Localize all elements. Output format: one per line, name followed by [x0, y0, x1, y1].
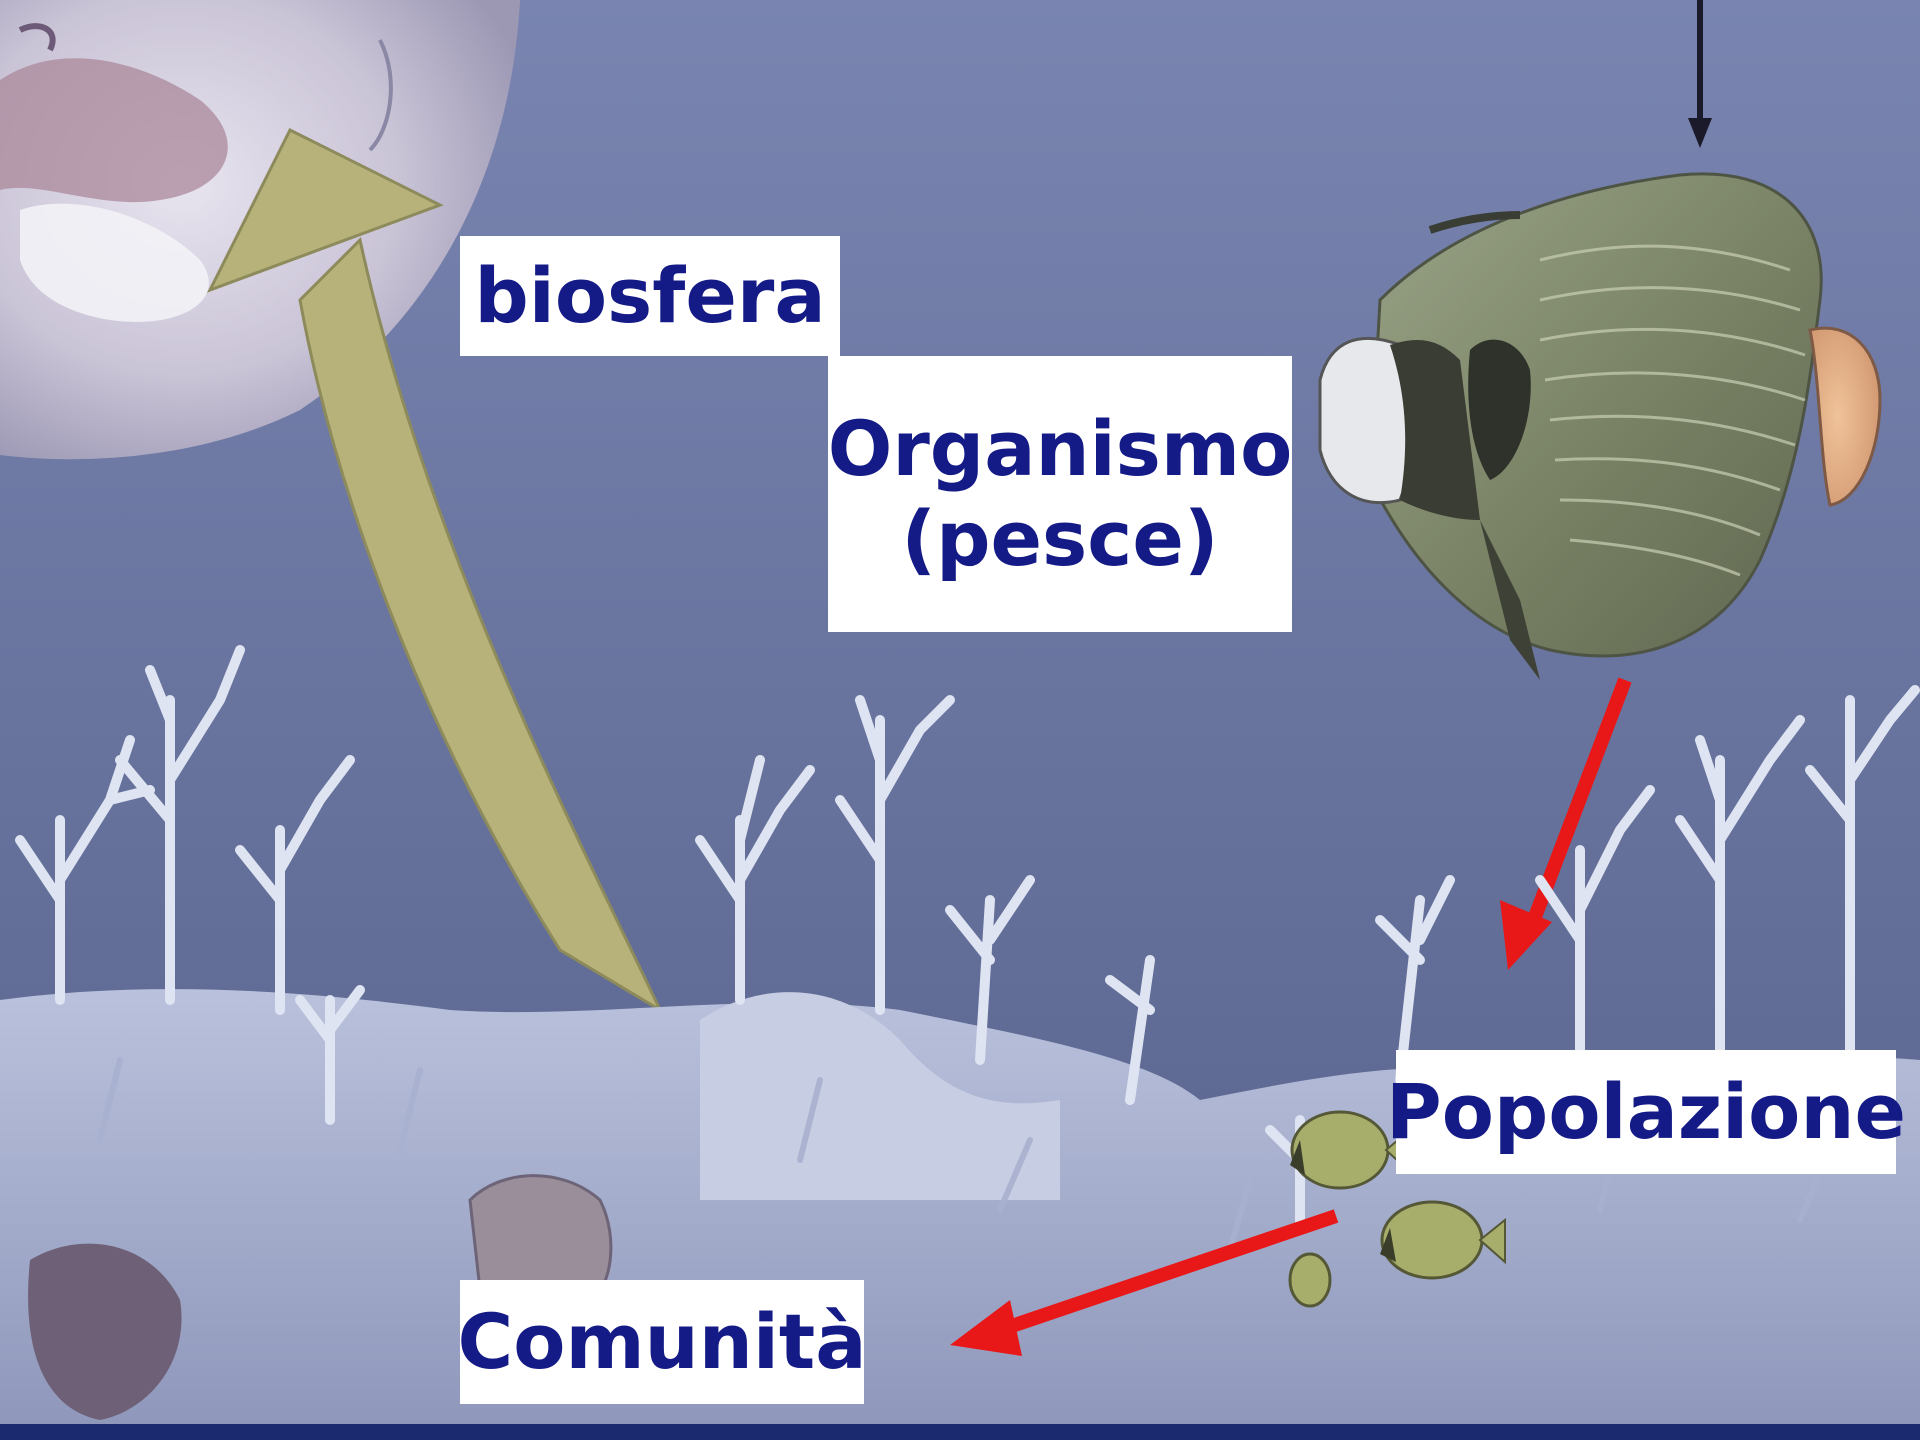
label-biosfera: biosfera — [460, 236, 840, 356]
small-fish-icon — [1290, 1254, 1330, 1306]
label-organismo-line2: (pesce) — [901, 494, 1218, 584]
label-comunita-text: Comunità — [457, 1297, 866, 1387]
label-biosfera-text: biosfera — [474, 251, 825, 341]
label-organismo-line1: Organismo — [828, 404, 1293, 494]
label-organismo: Organismo (pesce) — [828, 356, 1292, 632]
label-popolazione: Popolazione — [1396, 1050, 1896, 1174]
bottom-bar — [0, 1424, 1920, 1440]
label-comunita: Comunità — [460, 1280, 864, 1404]
label-popolazione-text: Popolazione — [1386, 1067, 1906, 1157]
